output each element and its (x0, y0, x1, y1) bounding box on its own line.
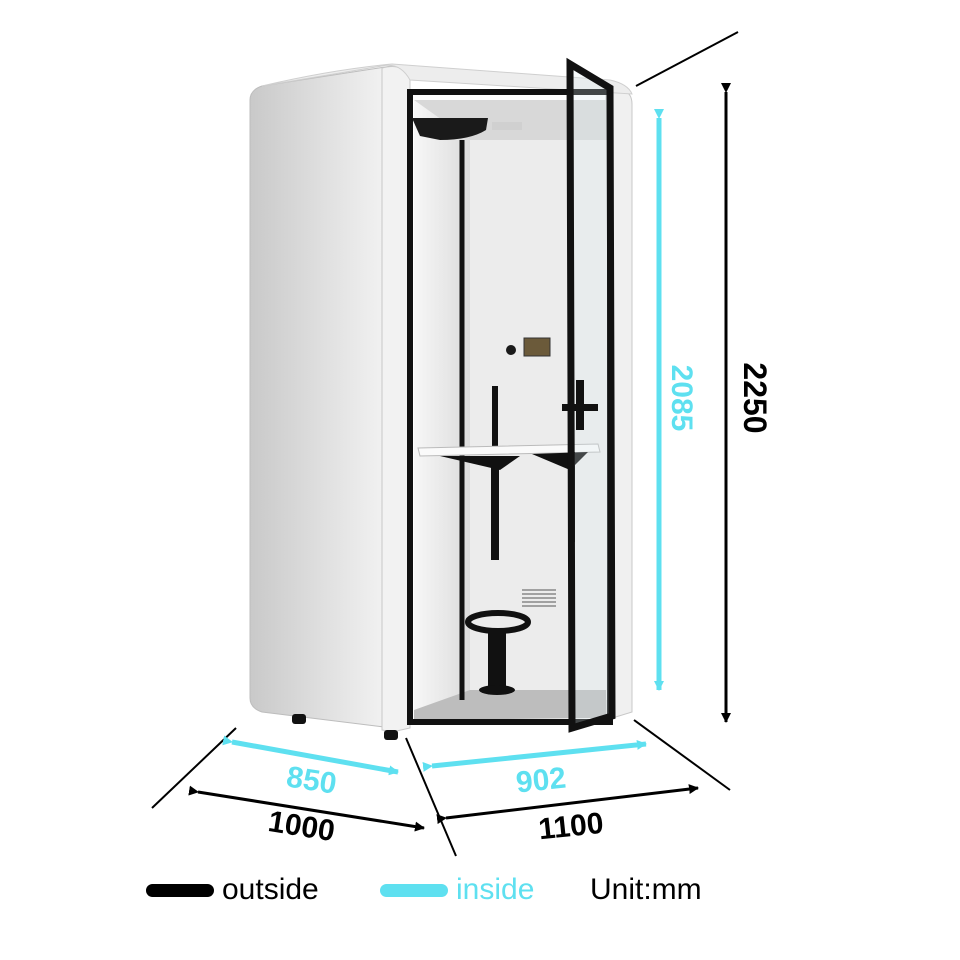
control-panel (523, 337, 551, 357)
power-button (506, 345, 516, 355)
outside-label: outside (222, 873, 319, 906)
inside-width-label: 902 (514, 762, 567, 800)
outside-swatch (146, 883, 214, 897)
unit-label: Unit:mm (590, 873, 702, 906)
desk-leg (491, 460, 499, 560)
inside-depth-line (222, 735, 399, 776)
vent-grille (522, 589, 556, 607)
booth-wheel-right (384, 730, 398, 740)
booth-side-panel (249, 65, 393, 729)
booth-wheel-left (292, 714, 306, 724)
legend-outside: outside (146, 868, 319, 912)
desk-top (417, 443, 601, 457)
legend-unit: Unit:mm (590, 868, 702, 912)
outside-depth-line (188, 785, 425, 832)
booth-top-frame (261, 63, 633, 95)
booth-front-frame (381, 66, 411, 733)
dimension-lines (151, 31, 739, 857)
inside-label: inside (456, 873, 535, 906)
stool-post (488, 628, 506, 690)
dimension-labels: 2250 2085 850 1000 902 1100 (266, 362, 773, 848)
booth-illustration (249, 57, 633, 740)
inside-depth-label: 850 (284, 760, 339, 800)
outside-height-label: 2250 (737, 362, 773, 433)
outside-width-label: 1100 (537, 807, 605, 847)
legend-inside: inside (380, 868, 534, 912)
outside-width-line (436, 784, 699, 825)
inside-swatch (380, 883, 448, 897)
inside-height-label: 2085 (665, 365, 698, 432)
ceiling-light (412, 118, 488, 140)
booth-left-wall (414, 100, 470, 710)
inside-width-line (422, 739, 647, 772)
wall-handle (492, 386, 498, 446)
glass-door (566, 57, 616, 733)
